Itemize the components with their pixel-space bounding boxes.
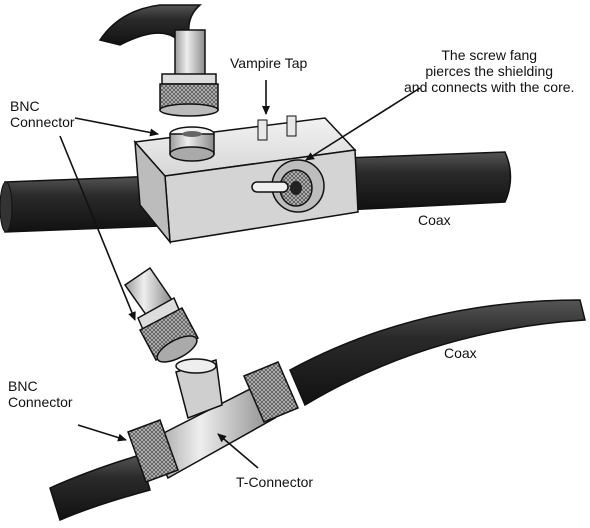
top-coax-cable [0, 151, 512, 233]
bottom-bnc-plug [123, 266, 200, 363]
t-connector [127, 358, 299, 483]
bnc-connector-top-label: BNC Connector [10, 98, 75, 130]
screw-fang [251, 159, 325, 213]
bnc-connector-bottom-label: BNC Connector [8, 378, 73, 410]
arrow-bnc-top [74, 117, 159, 137]
arrow-t-connector [217, 433, 259, 469]
arrow-screw-fang [305, 87, 421, 161]
vampire-tap-box [133, 115, 359, 245]
leader-arrows [59, 80, 421, 469]
coax-top-label: Coax [418, 212, 451, 228]
bottom-coax-cable [49, 299, 586, 522]
arrow-bnc-bottom [77, 424, 127, 442]
t-connector-label: T-Connector [236, 474, 314, 490]
vampire-tap-label: Vampire Tap [230, 55, 308, 71]
screw-fang-label: The screw fang pierces the shielding and… [404, 47, 575, 95]
top-bnc-cable [98, 4, 219, 117]
coax-bottom-label: Coax [444, 345, 477, 361]
arrow-bnc-to-plug [59, 135, 136, 321]
